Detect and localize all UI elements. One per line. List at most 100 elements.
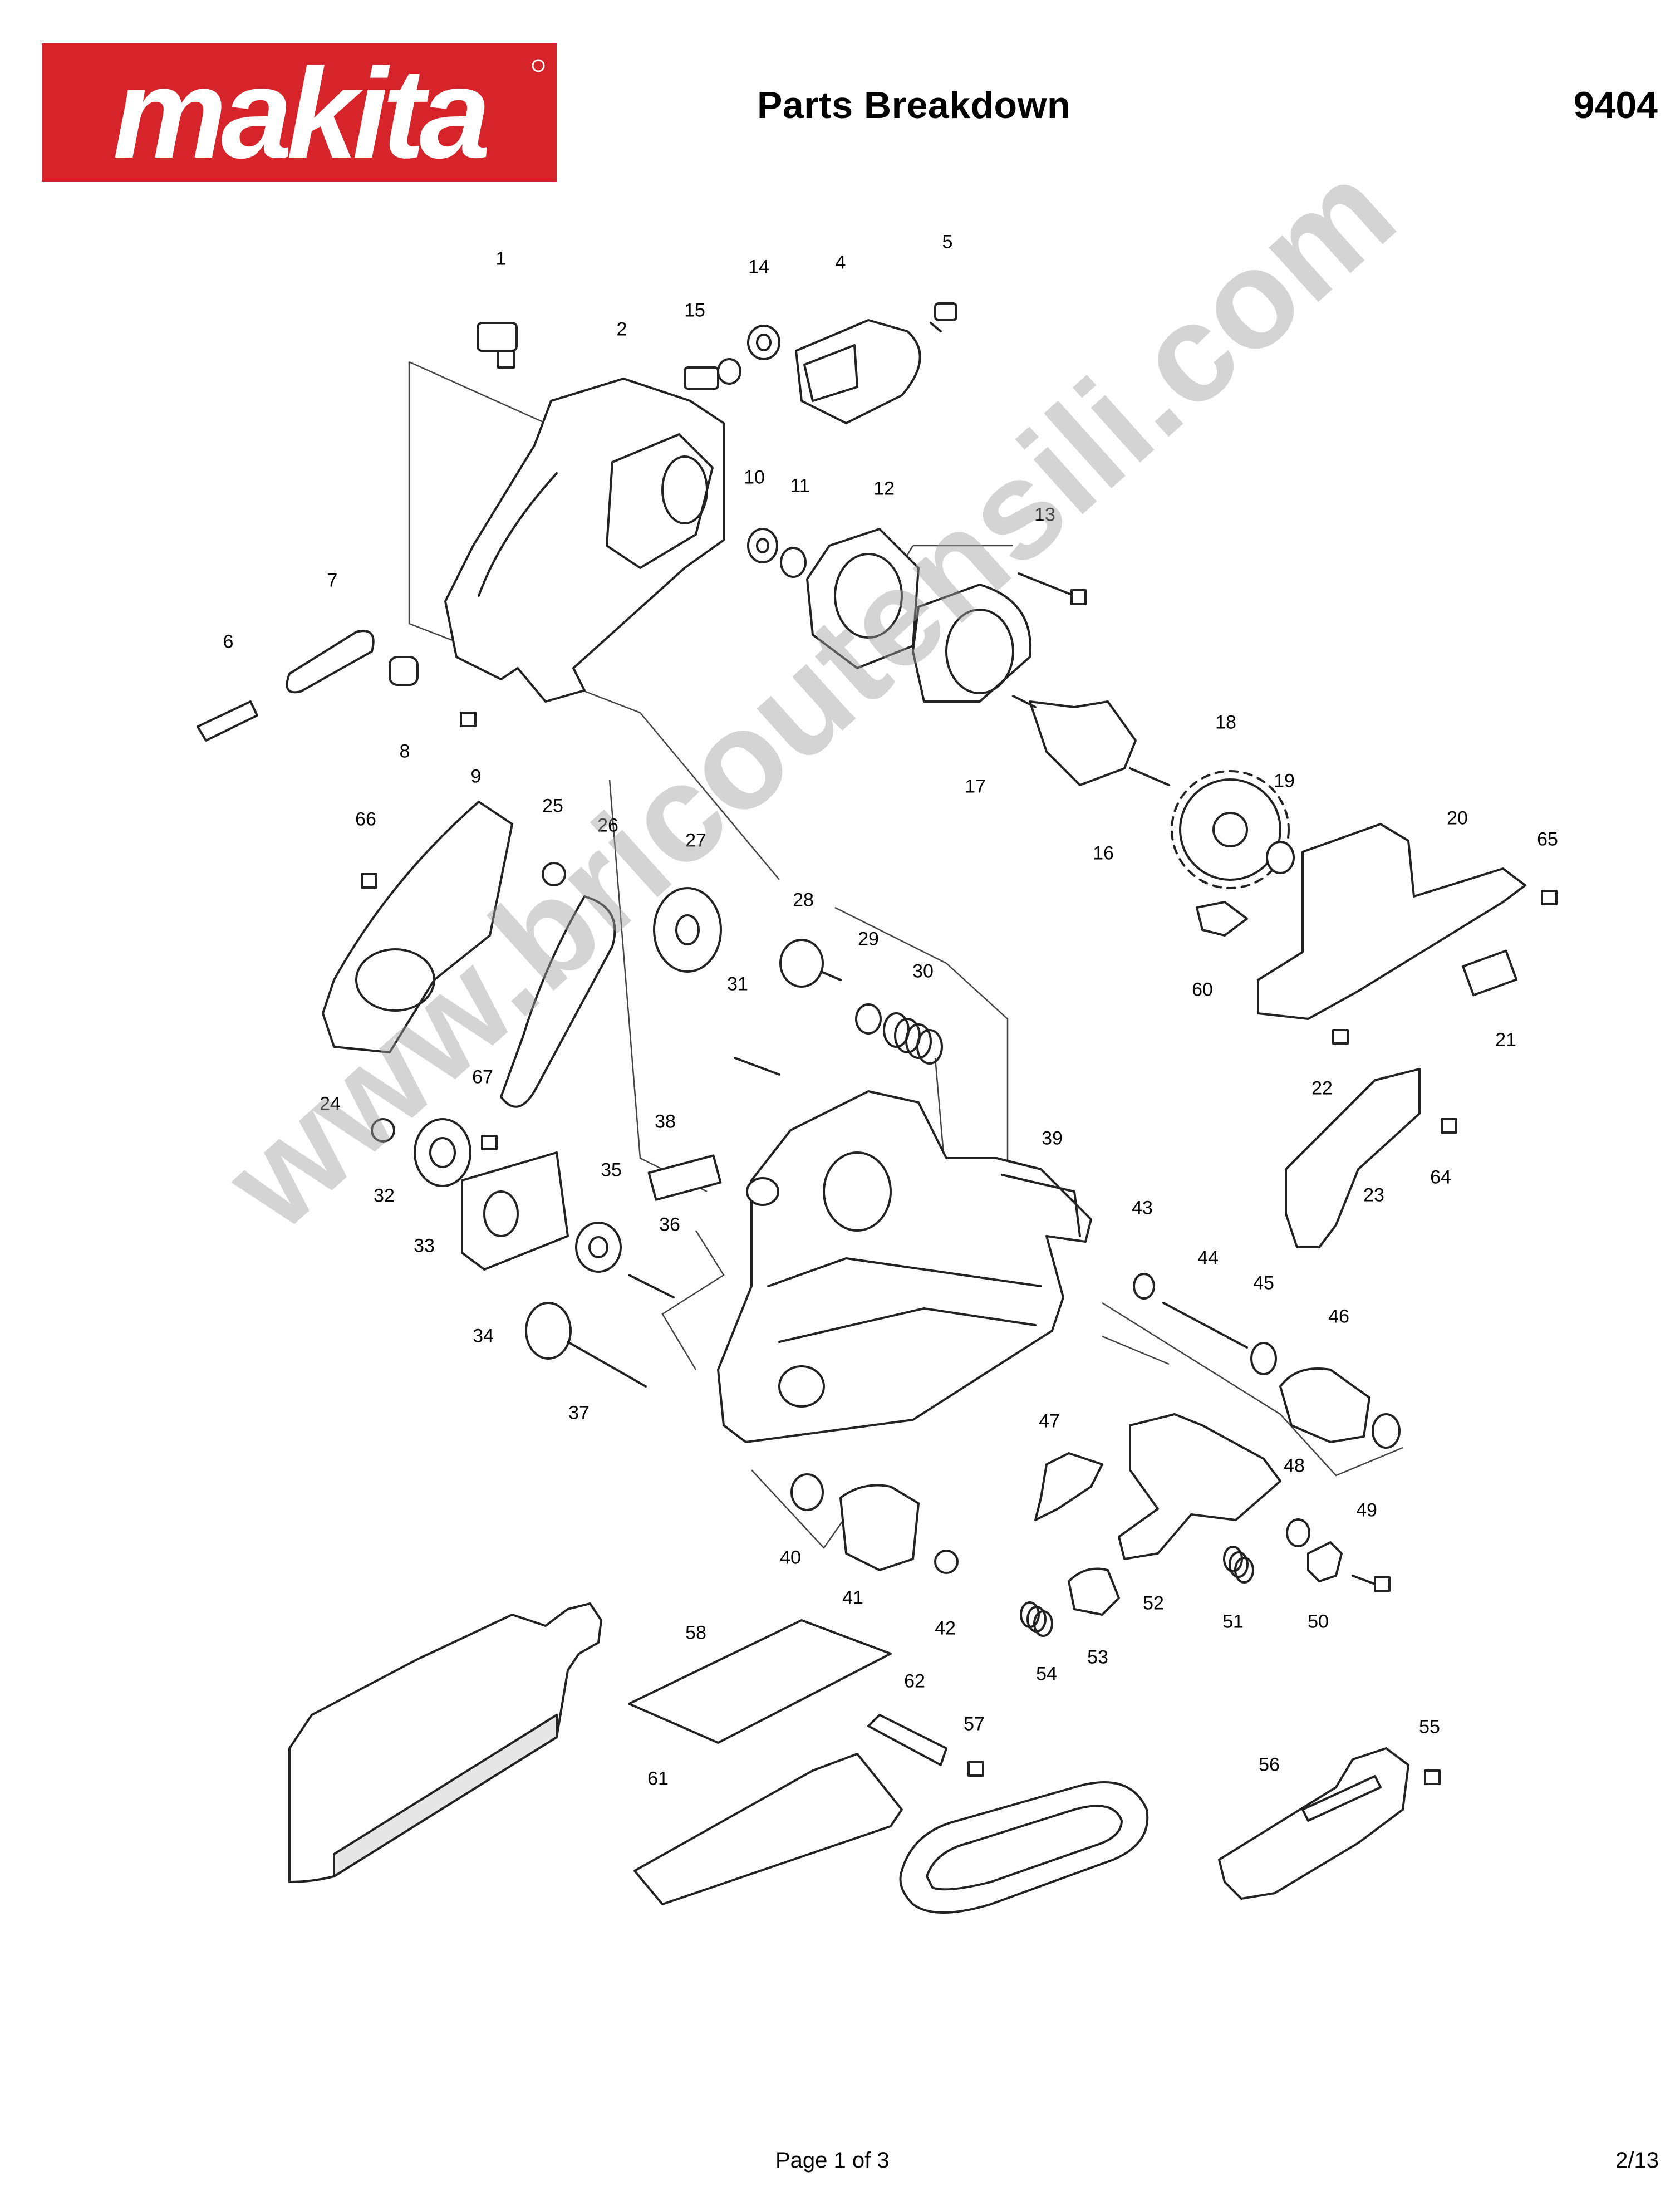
part-67-shape — [481, 1135, 498, 1150]
part-64-shape — [1441, 1118, 1457, 1134]
makita-logo: makita — [42, 43, 557, 182]
part-label-9: 9 — [470, 766, 482, 787]
part-49-shape — [1374, 1576, 1391, 1592]
part-label-1: 1 — [495, 248, 507, 269]
part-25-shape — [542, 862, 566, 886]
part-29-shape — [855, 1003, 882, 1035]
diagram-drawing — [197, 302, 1558, 1914]
part-62-shape — [867, 1714, 947, 1766]
logo-wordmark: makita — [113, 43, 488, 182]
part-label-49: 49 — [1356, 1499, 1377, 1521]
part-label-43: 43 — [1132, 1197, 1153, 1219]
part-label-15: 15 — [684, 300, 705, 321]
part-label-47: 47 — [1039, 1410, 1060, 1432]
part-label-37: 37 — [568, 1402, 590, 1424]
part-label-35: 35 — [601, 1159, 622, 1181]
part-label-66: 66 — [355, 808, 376, 830]
part-28-shape — [779, 939, 824, 988]
part-label-45: 45 — [1253, 1272, 1274, 1294]
part-label-24: 24 — [320, 1093, 341, 1115]
part-label-65: 65 — [1537, 829, 1558, 850]
part-60-shape — [1196, 901, 1248, 937]
part-label-56: 56 — [1259, 1754, 1280, 1776]
part-16-shape — [1029, 700, 1137, 786]
part-label-11: 11 — [790, 475, 810, 497]
part-27-shape — [653, 887, 722, 973]
part-51-shape — [1223, 1546, 1254, 1584]
part-label-17: 17 — [965, 776, 986, 797]
part-label-57: 57 — [964, 1713, 985, 1735]
part-label-21: 21 — [1495, 1029, 1516, 1051]
model-number: 9404 — [1573, 84, 1658, 126]
part-label-32: 32 — [374, 1185, 395, 1207]
part-24-shape — [322, 801, 513, 1053]
part-52-shape — [1118, 1413, 1281, 1560]
part-label-34: 34 — [473, 1325, 494, 1347]
part-8-shape — [389, 656, 419, 686]
part-11-shape — [780, 547, 807, 578]
part-45-shape — [1250, 1342, 1277, 1375]
part-label-62: 62 — [904, 1670, 925, 1692]
page-indicator: Page 1 of 3 — [775, 2148, 890, 2173]
part-35-shape — [575, 1222, 622, 1273]
part-19-shape — [1266, 841, 1295, 874]
part-label-29: 29 — [858, 928, 879, 950]
part-label-54: 54 — [1036, 1663, 1057, 1685]
part-48-shape — [1286, 1518, 1310, 1547]
part-label-6: 6 — [223, 631, 234, 653]
part-20-shape — [1257, 823, 1526, 1020]
part-2-shape — [444, 378, 725, 703]
sanding-belt-shape — [899, 1781, 1149, 1914]
part-57-shape — [967, 1761, 984, 1777]
part-label-44: 44 — [1197, 1247, 1219, 1269]
part-41-shape — [839, 1484, 920, 1571]
part-13-shape — [1070, 589, 1087, 605]
part-1-shape — [477, 322, 518, 352]
part-label-36: 36 — [659, 1214, 680, 1236]
part-31-shape — [734, 1057, 780, 1076]
part-label-55: 55 — [1419, 1716, 1440, 1738]
part-label-42: 42 — [935, 1617, 956, 1639]
part-label-28: 28 — [793, 889, 814, 911]
part-label-40: 40 — [780, 1547, 801, 1568]
part-55-shape — [1424, 1769, 1441, 1785]
part-65-shape — [1541, 890, 1558, 905]
part-label-25: 25 — [542, 795, 563, 817]
part-7-shape — [286, 630, 375, 694]
part-label-38: 38 — [655, 1111, 676, 1133]
part-5-shape — [934, 302, 957, 321]
part-58-shape — [628, 1619, 892, 1744]
part-56-shape — [1218, 1747, 1409, 1900]
part-15-shape — [684, 366, 719, 390]
part-label-58: 58 — [685, 1622, 706, 1644]
part-label-52: 52 — [1143, 1592, 1164, 1614]
part-label-4: 4 — [835, 252, 846, 273]
part-36-shape — [628, 1274, 675, 1298]
part-label-18: 18 — [1215, 712, 1236, 733]
part-label-16: 16 — [1093, 842, 1114, 864]
part-34-shape — [461, 1151, 569, 1271]
part-30-shape — [883, 1012, 943, 1065]
part-label-10: 10 — [744, 467, 765, 488]
part-43-shape — [1133, 1273, 1155, 1300]
part-66-shape — [361, 873, 377, 889]
part-label-13: 13 — [1034, 504, 1055, 526]
part-label-51: 51 — [1222, 1611, 1244, 1633]
dust-bag-shape — [288, 1602, 602, 1883]
part-37-shape — [525, 1302, 572, 1360]
part-label-22: 22 — [1311, 1077, 1333, 1099]
part-4-shape — [795, 319, 921, 424]
part-23-shape — [1285, 1068, 1421, 1248]
part-label-5: 5 — [942, 231, 953, 253]
part-label-67: 67 — [472, 1066, 493, 1088]
part-18-shape — [1179, 778, 1281, 881]
part-label-60: 60 — [1192, 979, 1213, 1001]
part-9-shape — [460, 712, 477, 727]
part-22-shape — [1332, 1029, 1349, 1045]
part-label-12: 12 — [873, 478, 895, 499]
part-label-2: 2 — [616, 318, 627, 340]
part-label-39: 39 — [1042, 1127, 1063, 1149]
part-label-50: 50 — [1308, 1611, 1329, 1633]
part-label-64: 64 — [1430, 1166, 1451, 1188]
part-26-shape — [500, 895, 616, 1108]
